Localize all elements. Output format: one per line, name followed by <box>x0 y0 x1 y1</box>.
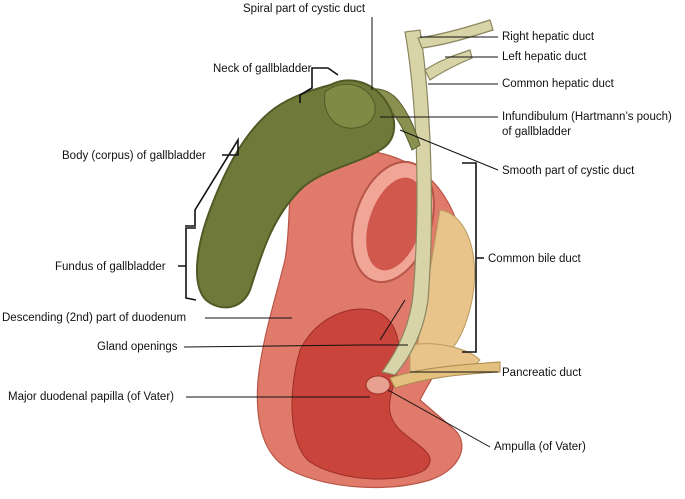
leader-smooth-cystic <box>399 129 499 171</box>
label-pancreatic: Pancreatic duct <box>502 367 582 379</box>
leader-gland-openings <box>183 344 361 348</box>
label-common-bile: Common bile duct <box>488 253 581 265</box>
pancreatic-duct <box>389 361 501 389</box>
label-major-papilla: Major duodenal papilla (of Vater) <box>8 391 174 403</box>
gallbladder <box>196 79 396 309</box>
right-hepatic-duct <box>417 19 494 49</box>
label-ampulla: Ampulla (of Vater) <box>494 441 586 453</box>
label-descending-duodenum: Descending (2nd) part of duodenum <box>2 312 187 324</box>
leader-ampulla <box>387 389 491 448</box>
bracket-neck <box>299 67 339 103</box>
bracket-fundus <box>178 227 197 301</box>
label-neck: Neck of gallbladder <box>213 63 312 75</box>
label-fundus: Fundus of gallbladder <box>55 261 166 273</box>
label-spiral-cystic: Spiral part of cystic duct <box>243 3 366 15</box>
label-body: Body (corpus) of gallbladder <box>62 150 206 162</box>
duodenum-lumen-inner <box>366 177 424 271</box>
label-left-hepatic: Left hepatic duct <box>502 51 587 63</box>
major-papilla <box>365 375 391 395</box>
label-gland-openings: Gland openings <box>97 341 178 353</box>
bracket-common-bile <box>462 162 484 353</box>
leader-gland-openings-3 <box>379 299 406 341</box>
label-right-hepatic: Right hepatic duct <box>502 31 595 43</box>
gallbladder-neck <box>324 83 376 129</box>
bracket-body <box>185 137 239 227</box>
label-common-hepatic: Common hepatic duct <box>502 78 614 90</box>
left-hepatic-duct <box>424 49 473 81</box>
label-infundibulum-line2: of gallbladder <box>502 126 572 138</box>
label-smooth-cystic: Smooth part of cystic duct <box>502 165 635 177</box>
label-infundibulum-line1: Infundibulum (Hartmann’s pouch) <box>502 111 672 123</box>
